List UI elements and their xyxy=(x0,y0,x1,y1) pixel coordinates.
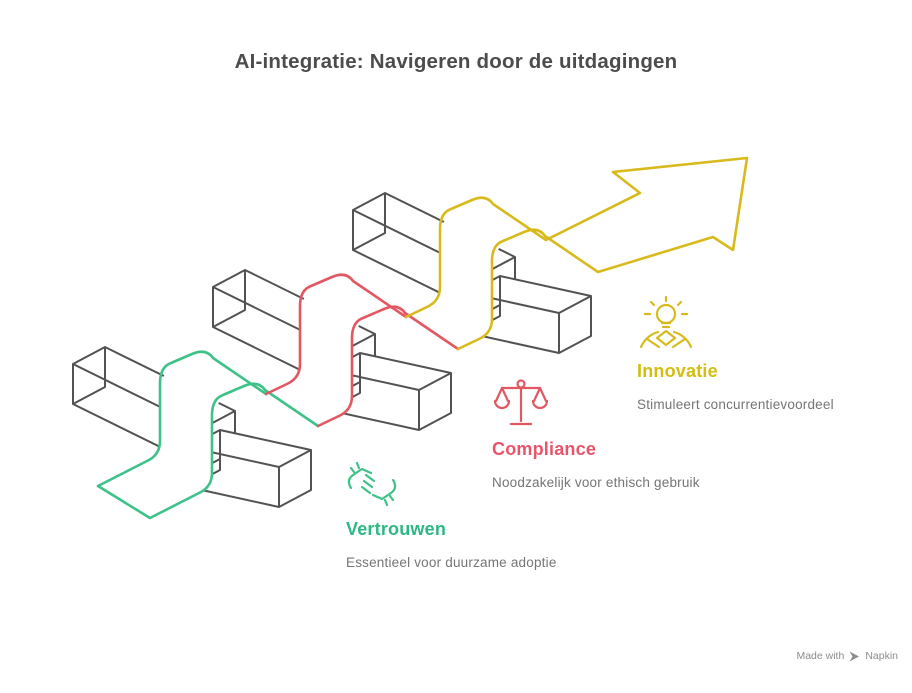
hurdle-bar-front-3 xyxy=(467,275,592,354)
ribbon-green-leading-edge xyxy=(96,350,268,488)
handshake-icon xyxy=(347,461,397,507)
ribbon xyxy=(96,156,749,520)
scales-icon xyxy=(493,379,549,426)
napkin-pen-icon xyxy=(849,651,860,661)
ribbon-red-trailing-edge xyxy=(316,305,460,428)
item-innovatie: Innovatie Stimuleert concurrentievoordee… xyxy=(637,360,834,412)
item-compliance-label: Compliance xyxy=(492,439,597,459)
item-vertrouwen-description: Essentieel voor duurzame adoptie xyxy=(346,555,557,570)
item-compliance-description: Noodzakelijk voor ethisch gebruik xyxy=(492,475,700,490)
lightbulb-hands-icon xyxy=(639,295,693,349)
ribbon-red-leading-edge xyxy=(264,273,408,396)
item-vertrouwen-label: Vertrouwen xyxy=(346,519,447,539)
ribbon-yellow-arrow xyxy=(404,156,749,351)
item-vertrouwen: Vertrouwen Essentieel voor duurzame adop… xyxy=(346,518,557,570)
item-innovatie-label: Innovatie xyxy=(637,361,718,381)
item-compliance: Compliance Noodzakelijk voor ethisch geb… xyxy=(492,438,700,490)
watermark: Made with Napkin xyxy=(796,650,898,662)
watermark-brand: Napkin xyxy=(865,650,898,662)
hurdle-bar-front-1 xyxy=(187,429,312,508)
ribbon-fills xyxy=(98,158,747,518)
page-title: AI-integratie: Navigeren door de uitdagi… xyxy=(234,50,678,73)
item-innovatie-description: Stimuleert concurrentievoordeel xyxy=(637,397,834,412)
hurdle-bar-front-2 xyxy=(327,352,452,431)
watermark-prefix: Made with xyxy=(796,650,845,662)
ribbon-green-trailing-edge xyxy=(96,382,320,520)
